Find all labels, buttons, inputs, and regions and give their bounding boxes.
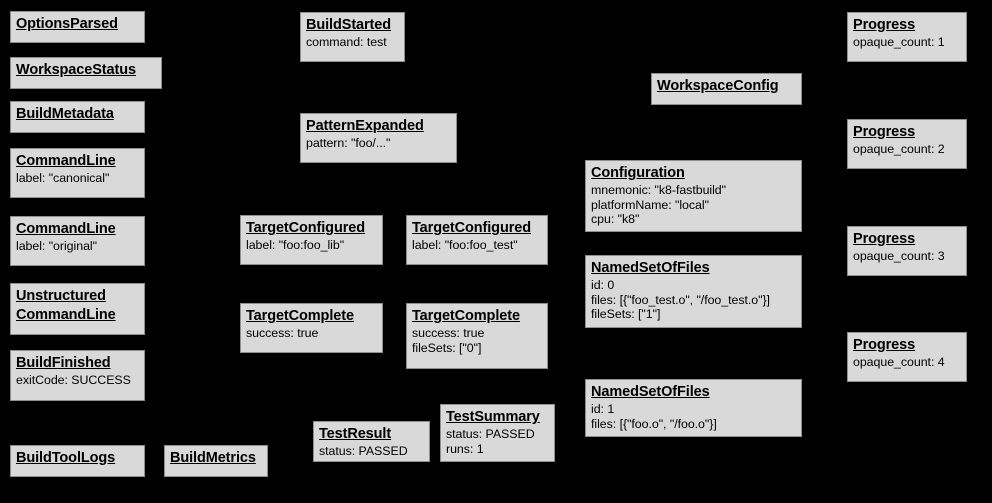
event-node-workspace-status[interactable]: WorkspaceStatus (10, 57, 162, 89)
node-fields: label: "foo:foo_test" (412, 238, 542, 253)
node-title: Progress (853, 17, 916, 33)
event-node-target-complete-foo-lib[interactable]: TargetComplete success: true (240, 303, 383, 353)
event-node-pattern-expanded[interactable]: PatternExpanded pattern: "foo/..." (300, 113, 457, 163)
node-field: status: PASSED (319, 444, 408, 459)
node-title: NamedSetOfFiles (591, 260, 710, 276)
node-title: TestResult (319, 426, 392, 442)
node-title: Progress (853, 337, 916, 353)
node-title: BuildMetadata (16, 106, 114, 122)
event-node-build-tool-logs[interactable]: BuildToolLogs (10, 445, 145, 477)
event-node-progress-3[interactable]: Progress opaque_count: 3 (847, 226, 967, 276)
node-title: Progress (853, 124, 916, 140)
node-title: TestSummary (446, 409, 540, 425)
node-fields: mnemonic: "k8-fastbuild"platformName: "l… (591, 183, 796, 227)
event-node-build-metrics[interactable]: BuildMetrics (164, 445, 268, 477)
node-title: TargetComplete (412, 308, 520, 324)
node-title: TargetConfigured (246, 220, 365, 236)
node-title: Configuration (591, 165, 685, 181)
node-field: platformName: "local" (591, 197, 709, 212)
node-field: label: "original" (16, 239, 97, 254)
node-field: label: "foo:foo_test" (412, 238, 518, 253)
node-title-line: CommandLine (16, 306, 116, 323)
node-fields: label: "canonical" (16, 171, 139, 186)
node-field: id: 0 (591, 278, 615, 293)
node-title: OptionsParsed (16, 16, 118, 32)
node-field: opaque_count: 4 (853, 355, 945, 370)
node-title: PatternExpanded (306, 118, 424, 134)
node-fields: command: test (306, 35, 399, 50)
node-fields: opaque_count: 2 (853, 142, 961, 157)
event-node-test-result[interactable]: TestResult status: PASSED (313, 421, 430, 462)
event-node-progress-2[interactable]: Progress opaque_count: 2 (847, 119, 967, 169)
node-field: mnemonic: "k8-fastbuild" (591, 183, 727, 198)
node-field: pattern: "foo/..." (306, 136, 391, 151)
event-node-target-configured-foo-lib[interactable]: TargetConfigured label: "foo:foo_lib" (240, 215, 383, 265)
node-field: files: [{"foo.o", "/foo.o"}] (591, 416, 717, 431)
node-field: label: "foo:foo_lib" (246, 238, 345, 253)
node-fields: pattern: "foo/..." (306, 136, 451, 151)
node-field: label: "canonical" (16, 171, 110, 186)
node-fields: success: true (246, 326, 377, 341)
node-title: WorkspaceConfig (657, 78, 779, 94)
node-fields: opaque_count: 3 (853, 249, 961, 264)
node-fields: exitCode: SUCCESS (16, 373, 139, 388)
node-field: fileSets: ["1"] (591, 307, 661, 322)
node-field: runs: 1 (446, 441, 484, 456)
node-field: files: [{"foo_test.o", "/foo_test.o"}] (591, 292, 770, 307)
event-node-command-line-original[interactable]: CommandLine label: "original" (10, 216, 145, 266)
node-title: TargetComplete (246, 308, 354, 324)
node-title: BuildToolLogs (16, 450, 116, 466)
node-field: success: true (246, 326, 319, 341)
node-fields: label: "original" (16, 239, 139, 254)
event-node-options-parsed[interactable]: OptionsParsed (10, 11, 145, 43)
node-field: opaque_count: 1 (853, 35, 945, 50)
node-title: NamedSetOfFiles (591, 384, 710, 400)
event-node-configuration[interactable]: Configuration mnemonic: "k8-fastbuild"pla… (585, 160, 802, 232)
node-field: command: test (306, 35, 387, 50)
node-title: CommandLine (16, 221, 116, 237)
node-field: id: 1 (591, 402, 615, 417)
node-field: fileSets: ["0"] (412, 340, 482, 355)
node-field: opaque_count: 2 (853, 142, 945, 157)
event-node-unstructured-command-line[interactable]: UnstructuredCommandLine (10, 283, 145, 335)
event-node-build-started[interactable]: BuildStarted command: test (300, 12, 405, 62)
node-field: cpu: "k8" (591, 212, 640, 227)
node-title: WorkspaceStatus (16, 62, 136, 78)
node-title: Progress (853, 231, 916, 247)
node-title: CommandLine (16, 153, 116, 169)
event-node-target-configured-foo-test[interactable]: TargetConfigured label: "foo:foo_test" (406, 215, 548, 265)
event-node-build-finished[interactable]: BuildFinished exitCode: SUCCESS (10, 350, 145, 401)
event-node-progress-1[interactable]: Progress opaque_count: 1 (847, 12, 967, 62)
node-title: BuildFinished (16, 355, 111, 371)
node-title-line: Unstructured (16, 288, 106, 304)
node-field: exitCode: SUCCESS (16, 373, 131, 388)
node-title: TargetConfigured (412, 220, 531, 236)
event-node-command-line-canonical[interactable]: CommandLine label: "canonical" (10, 148, 145, 198)
node-fields: opaque_count: 1 (853, 35, 961, 50)
node-field: opaque_count: 3 (853, 249, 945, 264)
event-node-workspace-config[interactable]: WorkspaceConfig (651, 73, 802, 105)
event-node-build-metadata[interactable]: BuildMetadata (10, 101, 145, 133)
node-fields: status: PASSED (319, 444, 424, 459)
event-node-progress-4[interactable]: Progress opaque_count: 4 (847, 332, 967, 382)
node-field: success: true (412, 326, 485, 341)
node-fields: label: "foo:foo_lib" (246, 238, 377, 253)
node-field: status: PASSED (446, 427, 535, 442)
node-title: BuildMetrics (170, 450, 256, 466)
node-title: UnstructuredCommandLine (16, 287, 139, 325)
node-title: BuildStarted (306, 17, 392, 33)
node-fields: opaque_count: 4 (853, 355, 961, 370)
